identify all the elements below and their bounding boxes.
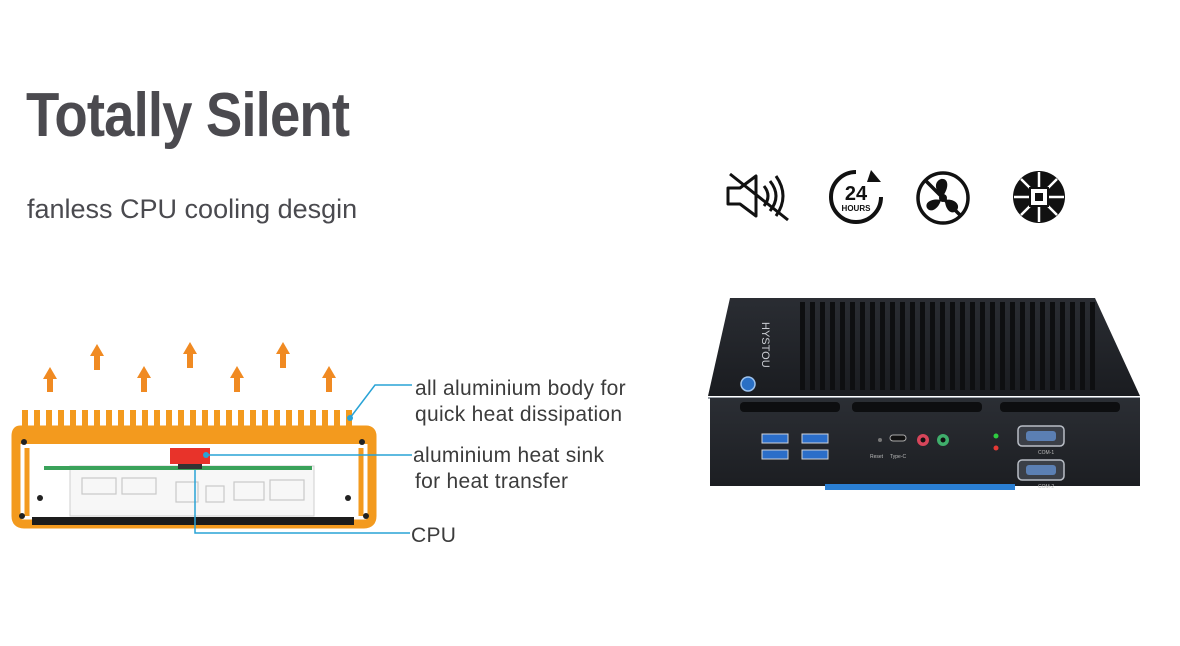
callout-body-line2: quick heat dissipation xyxy=(415,403,623,426)
callout-sink: aluminium heat sink for heat transfer xyxy=(413,443,604,495)
pcb xyxy=(69,465,315,517)
heatsink-diagram xyxy=(11,342,412,534)
brand-label: HYSTOU xyxy=(759,322,771,368)
top-fins-device xyxy=(800,302,1095,390)
heat-arrow xyxy=(137,366,151,392)
headline: Totally Silent xyxy=(26,81,350,150)
power-button xyxy=(740,376,756,392)
pcb-components xyxy=(81,477,305,503)
heat-arrow xyxy=(322,366,336,392)
cpu-heat-sink xyxy=(170,448,210,464)
heat-arrows xyxy=(43,342,336,392)
mini-pc-image: HYSTOU Reset Type-C COM-1 COM-2 xyxy=(708,298,1140,490)
callout-sink-line2: for heat transfer xyxy=(415,470,569,493)
top-fins xyxy=(22,410,352,432)
subline: fanless CPU cooling desgin xyxy=(27,194,358,224)
port-label-reset: Reset xyxy=(870,454,884,460)
bottom-plate xyxy=(32,517,354,525)
no-fan-icon xyxy=(916,171,970,225)
heat-arrow xyxy=(276,342,290,368)
24-hours-number: 24 xyxy=(845,183,868,205)
dust-proof-icon xyxy=(1013,171,1065,223)
type-c-port xyxy=(889,434,907,442)
heat-arrow xyxy=(183,342,197,368)
com-ports xyxy=(1017,425,1065,481)
callout-cpu-line1: CPU xyxy=(411,524,457,547)
speaker-muted-icon xyxy=(726,172,789,222)
heat-arrow xyxy=(90,344,104,370)
callout-body-line1: all aluminium body for xyxy=(415,377,626,400)
callout-cpu: CPU xyxy=(411,523,456,549)
heat-arrow xyxy=(230,366,244,392)
heat-arrow xyxy=(43,367,57,392)
callout-body: all aluminium body for quick heat dissip… xyxy=(415,376,626,428)
side-fins xyxy=(24,448,364,516)
screw-holes xyxy=(19,439,369,519)
port-label-com2: COM-2 xyxy=(1038,484,1054,490)
callout-sink-line1: aluminium heat sink xyxy=(413,444,605,467)
24-hours-icon: 24 HOURS xyxy=(829,170,883,224)
usb-ports xyxy=(761,433,829,460)
port-label-typec: Type-C xyxy=(890,454,907,460)
port-label-com1: COM-1 xyxy=(1038,450,1054,456)
24-hours-sub: HOURS xyxy=(842,204,872,213)
leader-lines xyxy=(194,384,412,534)
cpu-chip xyxy=(178,464,202,469)
